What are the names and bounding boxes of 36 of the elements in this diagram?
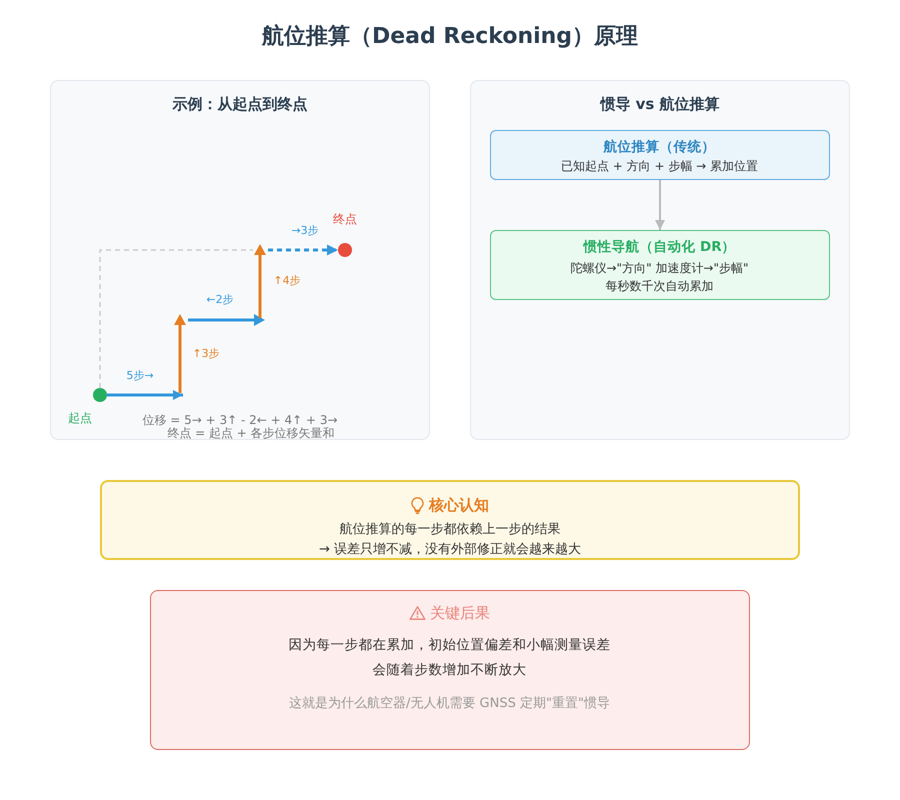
end-point <box>338 243 352 257</box>
point-label: 终点 <box>333 212 357 227</box>
step-label: ↑4步 <box>273 274 301 288</box>
formula-text: 终点 = 起点 + 各步位移矢量和 <box>167 427 335 439</box>
box-text: 每秒数千次自动累加 <box>606 279 714 294</box>
arrow <box>655 180 665 230</box>
info-box <box>490 230 830 300</box>
panel-heading: 惯导 vs 航位推算 <box>600 95 720 114</box>
box-text: 因为每一步都在累加，初始位置偏差和小幅测量误差 <box>288 637 610 654</box>
box-text: 会随着步数增加不断放大 <box>372 662 526 679</box>
note-text: 这就是为什么航空器/无人机需要 GNSS 定期"重置"惯导 <box>289 696 610 712</box>
panel <box>50 80 430 440</box>
edge-label: →3步 <box>289 224 321 238</box>
info-box <box>490 130 830 180</box>
callout-box <box>100 480 800 560</box>
box-heading: 核心认知 <box>429 496 489 515</box>
box-text: → 误差只增不减，没有外部修正就会越来越大 <box>318 542 582 558</box>
dashed-line <box>99 249 253 388</box>
box-text: 陀螺仪→"方向" 加速度计→"步幅" <box>570 261 748 276</box>
step-label: ←2步 <box>206 293 234 307</box>
box-heading: 关键后果 <box>430 604 490 623</box>
diagram-title: 航位推算（Dead Reckoning）原理 <box>262 23 638 50</box>
panel-heading: 示例：从起点到终点 <box>172 95 308 114</box>
point-label: 起点 <box>68 411 92 426</box>
start-point <box>93 388 107 402</box>
step-label: ↑3步 <box>192 347 220 361</box>
arrow <box>268 244 338 256</box>
panel <box>470 80 850 440</box>
box-text: 航位推算的每一步都依赖上一步的结果 <box>340 522 560 538</box>
edge-label: 5步→ <box>124 369 156 383</box>
box-heading: 惯性导航（自动化 DR） <box>583 239 736 256</box>
box-heading: 航位推算（传统） <box>604 139 716 156</box>
warning-box <box>150 590 750 750</box>
box-text: 已知起点 + 方向 + 步幅 → 累加位置 <box>560 159 758 174</box>
arrow <box>107 390 183 400</box>
formula-text: 位移 = 5→ + 3↑ - 2← + 4↑ + 3→ <box>142 414 338 426</box>
